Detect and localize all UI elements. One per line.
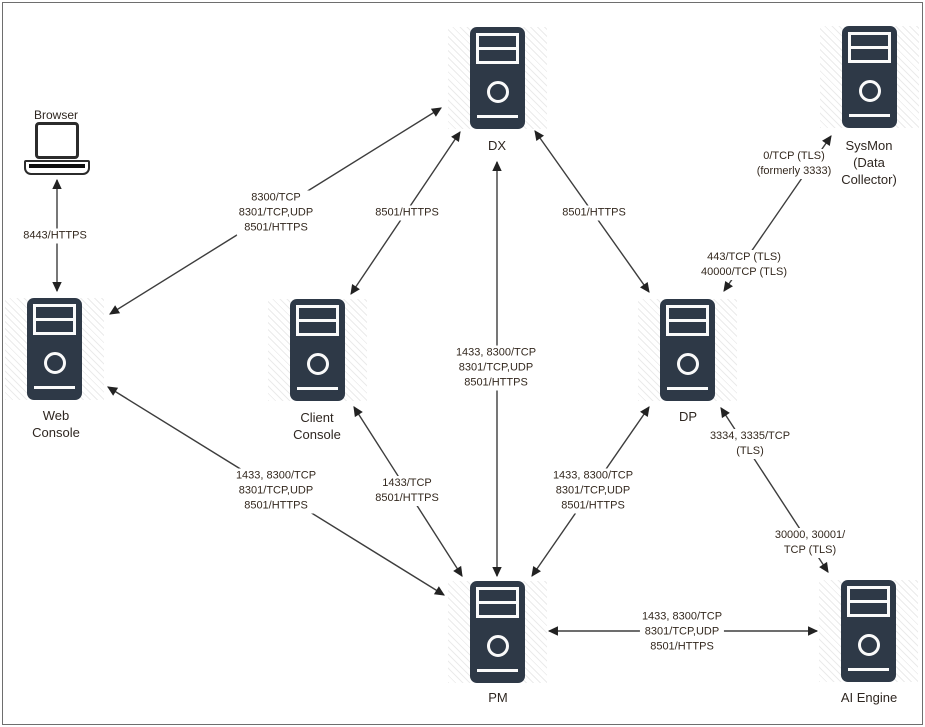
edge-label-dp-ai-upper: 3334, 3335/TCP (TLS) (707, 429, 793, 459)
laptop-keyboard-stripe (29, 164, 85, 168)
power-button-icon (857, 634, 880, 656)
power-button-icon (486, 81, 509, 103)
drive-slots-icon (847, 586, 890, 617)
node-label-ai-engine: AI Engine (840, 690, 898, 705)
power-button-icon (43, 352, 66, 374)
power-button-icon (306, 353, 329, 375)
power-button-icon (486, 635, 509, 657)
edge-label-dp-sysmon-lower: 443/TCP (TLS) 40000/TCP (TLS) (698, 250, 790, 280)
edge-label-webconsole-dx: 8300/TCP 8301/TCP,UDP 8501/HTTPS (236, 190, 316, 236)
server-tower-icon-ai-engine (841, 580, 896, 682)
server-tower-icon-sysmon (842, 26, 897, 128)
node-label-pm: PM (488, 690, 508, 705)
drive-slots-icon (476, 587, 519, 618)
server-tower-icon-dp (660, 299, 715, 401)
edge-label-clientconsole-pm: 1433/TCP 8501/HTTPS (373, 476, 441, 506)
vent-bar-icon (34, 386, 75, 389)
drive-slots-icon (296, 305, 339, 336)
node-label-browser: Browser (33, 108, 79, 122)
node-label-dx: DX (487, 138, 507, 153)
drive-slots-icon (33, 304, 76, 335)
node-label-dp: DP (678, 409, 698, 424)
vent-bar-icon (297, 387, 338, 390)
vent-bar-icon (849, 114, 890, 117)
node-label-web-console: Web Console (32, 408, 80, 440)
edge-label-pm-ai: 1433, 8300/TCP 8301/TCP,UDP 8501/HTTPS (639, 609, 725, 655)
server-tower-icon-web-console (27, 298, 82, 400)
server-tower-icon-client-console (290, 299, 345, 401)
node-label-client-console: Client Console (293, 410, 341, 442)
laptop-icon (24, 121, 90, 175)
vent-bar-icon (667, 387, 708, 390)
laptop-screen (35, 122, 79, 159)
vent-bar-icon (477, 669, 518, 672)
drive-slots-icon (476, 33, 519, 64)
edge-label-pm-dx: 1433, 8300/TCP 8301/TCP,UDP 8501/HTTPS (453, 345, 539, 391)
edge-label-dp-dx: 8501/HTTPS (560, 205, 628, 221)
edge-label-browser-webconsole: 8443/HTTPS (21, 228, 89, 244)
drive-slots-icon (848, 32, 891, 63)
edge-label-clientconsole-dx: 8501/HTTPS (373, 205, 441, 221)
drive-slots-icon (666, 305, 709, 336)
edge-label-dp-sysmon-upper: 0/TCP (TLS) (formerly 3333) (754, 149, 834, 179)
power-button-icon (858, 80, 881, 102)
laptop-base (24, 160, 90, 175)
node-label-sysmon: SysMon (Data Collector) (841, 138, 897, 187)
vent-bar-icon (477, 115, 518, 118)
edge-label-dp-ai-lower: 30000, 30001/ TCP (TLS) (772, 528, 848, 558)
power-button-icon (676, 353, 699, 375)
server-tower-icon-dx (470, 27, 525, 129)
vent-bar-icon (848, 668, 889, 671)
server-tower-icon-pm (470, 581, 525, 683)
edge-label-webconsole-pm: 1433, 8300/TCP 8301/TCP,UDP 8501/HTTPS (233, 468, 319, 514)
edge-label-pm-dp: 1433, 8300/TCP 8301/TCP,UDP 8501/HTTPS (550, 468, 636, 514)
